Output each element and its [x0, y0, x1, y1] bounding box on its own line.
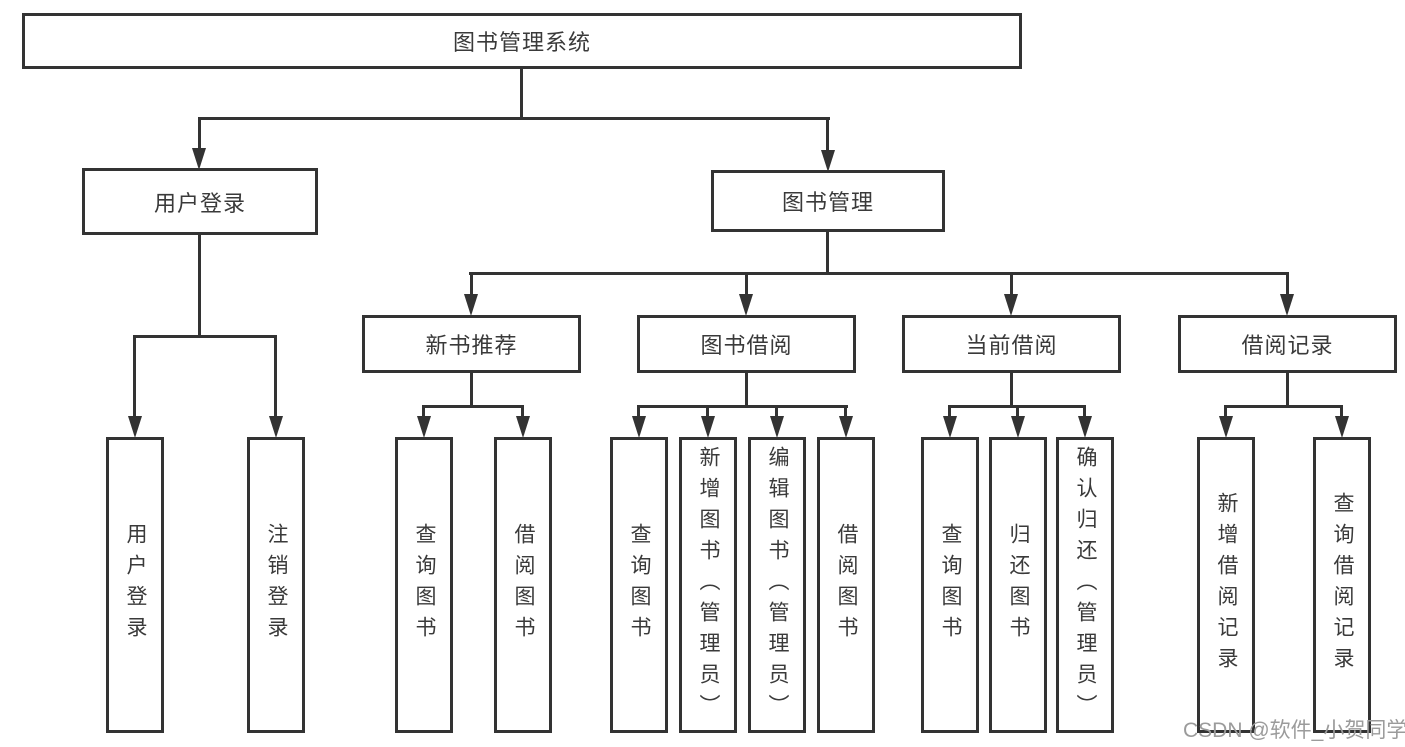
node-borrow-book-recommend: 借阅图书: [494, 437, 552, 733]
connector-leaf: [1224, 405, 1227, 418]
arrow-down-icon: [1219, 416, 1233, 438]
node-query-books-current: 查询图书: [921, 437, 979, 733]
connector-to-logout-leaf: [274, 335, 277, 419]
connector-user-login-bar: [133, 335, 277, 338]
node-borrow-records: 借阅记录: [1178, 315, 1397, 373]
arrow-down-icon: [701, 416, 715, 438]
arrow-down-icon: [632, 416, 646, 438]
connector-level2-bar: [198, 117, 830, 120]
connector-leaf: [775, 405, 778, 418]
node-book-borrow: 图书借阅: [637, 315, 856, 373]
connector-to-borrow-records: [1286, 272, 1289, 298]
node-user-login-leaf: 用户登录: [106, 437, 164, 733]
connector-new-book-bar: [423, 405, 524, 408]
arrow-down-icon: [269, 416, 283, 438]
connector-leaf: [1016, 405, 1019, 418]
node-query-books-borrow: 查询图书: [610, 437, 668, 733]
arrow-down-icon: [943, 416, 957, 438]
arrow-down-icon: [1078, 416, 1092, 438]
arrow-down-icon: [770, 416, 784, 438]
connector-leaf: [1083, 405, 1086, 418]
connector-leaf: [1340, 405, 1343, 418]
connector-to-user-login: [198, 117, 201, 150]
connector-book-borrow-bar: [638, 405, 848, 408]
arrow-down-icon: [839, 416, 853, 438]
node-query-borrow-record: 查询借阅记录: [1313, 437, 1371, 733]
arrow-down-icon: [1280, 294, 1294, 316]
connector-level3-bar: [469, 272, 1288, 275]
csdn-watermark: CSDN @软件_小贺同学: [1183, 719, 1405, 742]
node-confirm-return-admin: 确认归还（管理员）: [1056, 437, 1114, 733]
node-library-management-system: 图书管理系统: [22, 13, 1022, 69]
node-add-borrow-record: 新增借阅记录: [1197, 437, 1255, 733]
connector-leaf: [844, 405, 847, 418]
connector-leaf: [948, 405, 951, 418]
connector-leaf: [637, 405, 640, 418]
node-return-book: 归还图书: [989, 437, 1047, 733]
connector-root-feed: [520, 69, 523, 118]
connector-leaf: [422, 405, 425, 418]
arrow-down-icon: [192, 148, 206, 170]
connector-leaf: [521, 405, 524, 418]
connector-book-mgmt-feed: [826, 232, 829, 275]
connector-leaf: [706, 405, 709, 418]
connector-to-book-management: [826, 117, 829, 152]
connector-borrow-records-feed: [1286, 373, 1289, 407]
arrow-down-icon: [516, 416, 530, 438]
node-book-management: 图书管理: [711, 170, 945, 232]
connector-borrow-records-bar: [1225, 405, 1343, 408]
node-user-login: 用户登录: [82, 168, 318, 235]
connector-book-borrow-feed: [745, 373, 748, 407]
arrow-down-icon: [464, 294, 478, 316]
node-borrow-book: 借阅图书: [817, 437, 875, 733]
connector-current-borrow-feed: [1010, 373, 1013, 407]
arrow-down-icon: [128, 416, 142, 438]
node-query-books-recommend: 查询图书: [395, 437, 453, 733]
connector-new-book-feed: [470, 373, 473, 407]
arrow-down-icon: [1004, 294, 1018, 316]
connector-user-login-feed: [198, 235, 201, 337]
arrow-down-icon: [417, 416, 431, 438]
arrow-down-icon: [1011, 416, 1025, 438]
node-logout: 注销登录: [247, 437, 305, 733]
connector-to-login-leaf: [133, 335, 136, 419]
connector-to-current-borrow: [1010, 272, 1013, 298]
node-current-borrow: 当前借阅: [902, 315, 1121, 373]
arrow-down-icon: [739, 294, 753, 316]
arrow-down-icon: [1335, 416, 1349, 438]
node-add-book-admin: 新增图书（管理员）: [679, 437, 737, 733]
connector-to-book-borrow: [745, 272, 748, 298]
arrow-down-icon: [821, 150, 835, 172]
node-new-book-recommend: 新书推荐: [362, 315, 581, 373]
connector-to-new-book: [470, 272, 473, 298]
node-edit-book-admin: 编辑图书（管理员）: [748, 437, 806, 733]
